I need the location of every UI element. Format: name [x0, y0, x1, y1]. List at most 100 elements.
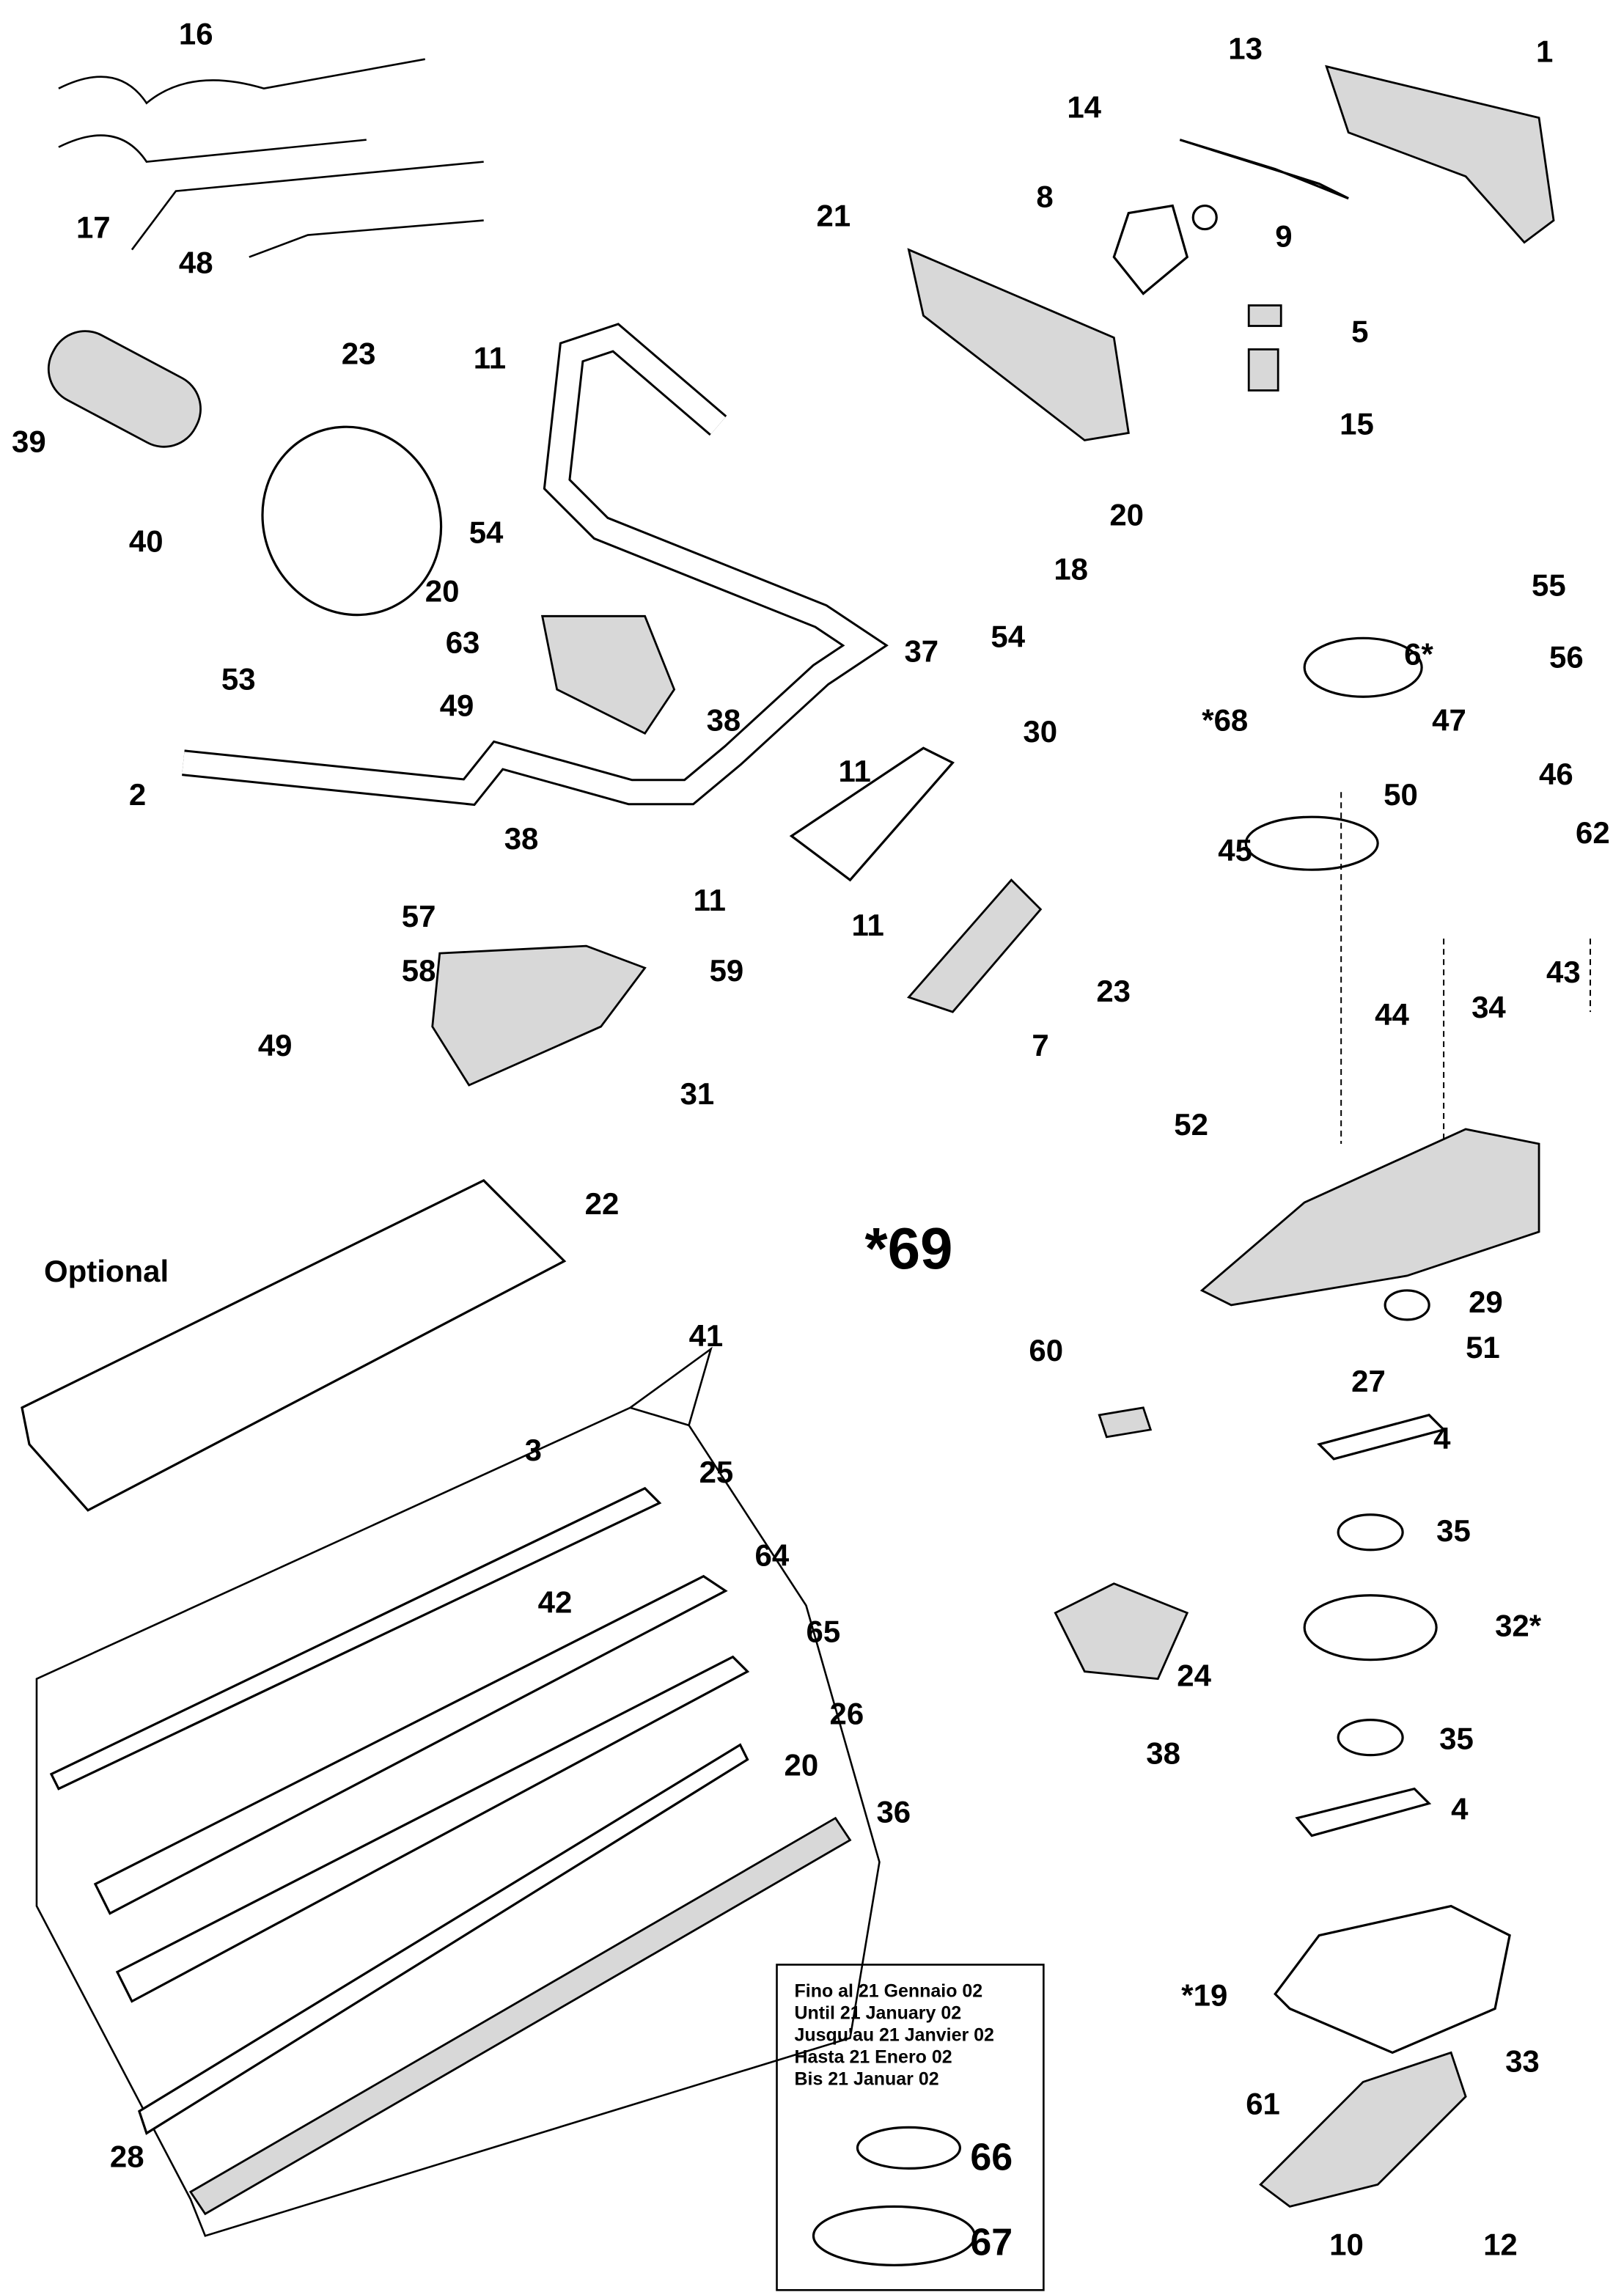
part-label: 29 [1469, 1285, 1503, 1319]
part-label: 15 [1340, 406, 1374, 441]
part-label: 42 [538, 1585, 573, 1620]
part-label: 35 [1439, 1722, 1474, 1756]
loop-handle-part [182, 325, 885, 804]
part-label: 50 [1384, 777, 1418, 812]
legend-line: Fino al 21 Gennaio 02 [795, 1980, 983, 2001]
part-label: 37 [904, 634, 938, 668]
part-label: 55 [1532, 568, 1566, 602]
part-label: 18 [1054, 551, 1088, 586]
part-label: 44 [1375, 997, 1409, 1032]
bearing-part [1384, 1289, 1430, 1321]
part-label: 54 [469, 515, 504, 549]
part-label: 49 [440, 688, 474, 722]
cable-harness [58, 58, 484, 258]
crank-part [1337, 1513, 1404, 1552]
part-label: 26 [829, 1697, 864, 1731]
cover-part [1112, 204, 1189, 295]
spring-part [1191, 204, 1218, 231]
part-label: 4 [1451, 1792, 1469, 1826]
part-label: 10 [1329, 2227, 1364, 2261]
part-label: 23 [1096, 974, 1131, 1008]
part-label: 2 [129, 777, 146, 812]
cup-66-part [856, 2126, 962, 2170]
part-label: 47 [1432, 702, 1466, 737]
grip-part [47, 330, 202, 448]
part-label: 46 [1539, 757, 1573, 791]
part-drawings [21, 58, 1592, 2291]
part-label: 31 [680, 1076, 715, 1111]
part-label: 63 [446, 625, 480, 659]
part-label: 30 [1023, 714, 1057, 749]
part-label: 45 [1218, 833, 1252, 867]
part-label: 64 [755, 1538, 790, 1573]
stand-part [907, 878, 1043, 1013]
lower-bracket-part [431, 944, 647, 1087]
gear-part [1303, 1594, 1438, 1661]
part-label: 32* [1495, 1609, 1542, 1643]
part-label: 11 [838, 754, 870, 788]
legend-line: Bis 21 Januar 02 [795, 2068, 939, 2089]
blade-bar-part [49, 1486, 662, 1791]
part-label: 17 [76, 210, 111, 245]
part-label: 54 [991, 619, 1025, 653]
plate-part [1317, 1414, 1447, 1461]
part-label: 57 [402, 899, 436, 933]
rear-handle-part [1325, 65, 1555, 244]
part-label: 35 [1436, 1513, 1471, 1548]
part-label: 14 [1067, 90, 1101, 125]
part-label: 11 [694, 883, 726, 917]
part-label: 41 [689, 1318, 724, 1353]
legend-line: Hasta 21 Enero 02 [795, 2046, 952, 2067]
part-label: 1 [1536, 34, 1553, 69]
part-label: 33 [1505, 2044, 1540, 2078]
part-label: 6* [1404, 636, 1433, 671]
cover-plate-part [1259, 2051, 1467, 2208]
part-label: 22 [585, 1186, 620, 1221]
switch-part [1247, 348, 1279, 392]
part-label: 23 [342, 336, 376, 370]
plate-part-2 [1295, 1787, 1432, 1837]
part-label: 11 [851, 908, 883, 942]
legend-line: Jusqu'au 21 Janvier 02 [795, 2024, 994, 2045]
optional-label: Optional [44, 1254, 169, 1288]
part-label: 21 [816, 199, 850, 233]
part-label: 60 [1029, 1333, 1063, 1367]
legend: Fino al 21 Gennaio 02 Until 21 January 0… [795, 1980, 1013, 2263]
bar-26-part [137, 1743, 749, 2135]
center-label: *69 [864, 1216, 952, 1281]
part-label: *19 [1181, 1978, 1227, 2012]
part-label: 43 [1546, 955, 1581, 989]
part-label: 4 [1433, 1421, 1451, 1455]
support-part [789, 746, 955, 882]
handle-half-part [907, 248, 1130, 441]
band-part [1244, 815, 1379, 871]
part-label: 36 [876, 1795, 911, 1829]
part-label: 51 [1466, 1330, 1500, 1365]
hand-guard-part [261, 425, 443, 617]
part-label: 25 [699, 1455, 734, 1489]
part-label: 11 [474, 340, 506, 375]
part-label: 39 [12, 424, 46, 458]
part-label: 7 [1032, 1028, 1048, 1062]
part-label: 48 [179, 246, 213, 280]
part-label: 49 [258, 1028, 293, 1062]
part-label: 9 [1275, 219, 1292, 254]
cover-24-part [1054, 1582, 1189, 1681]
gasket-part [1274, 1904, 1511, 2055]
part-label: 16 [179, 17, 213, 51]
part-label: 3 [525, 1433, 542, 1467]
part-label: 20 [785, 1748, 819, 1782]
part-label: 38 [504, 821, 539, 856]
bracket-part [540, 614, 676, 735]
legend-box [776, 1964, 1045, 2291]
clip-part [1098, 1406, 1153, 1439]
part-label: 8 [1036, 180, 1053, 214]
gear-67-part [812, 2205, 976, 2266]
part-label: 38 [1146, 1736, 1180, 1771]
part-label: *68 [1202, 702, 1248, 737]
legend-line: Until 21 January 02 [795, 2002, 962, 2023]
part-label: 20 [425, 573, 460, 608]
part-label: 61 [1246, 2086, 1280, 2120]
part-label: 56 [1549, 639, 1584, 674]
